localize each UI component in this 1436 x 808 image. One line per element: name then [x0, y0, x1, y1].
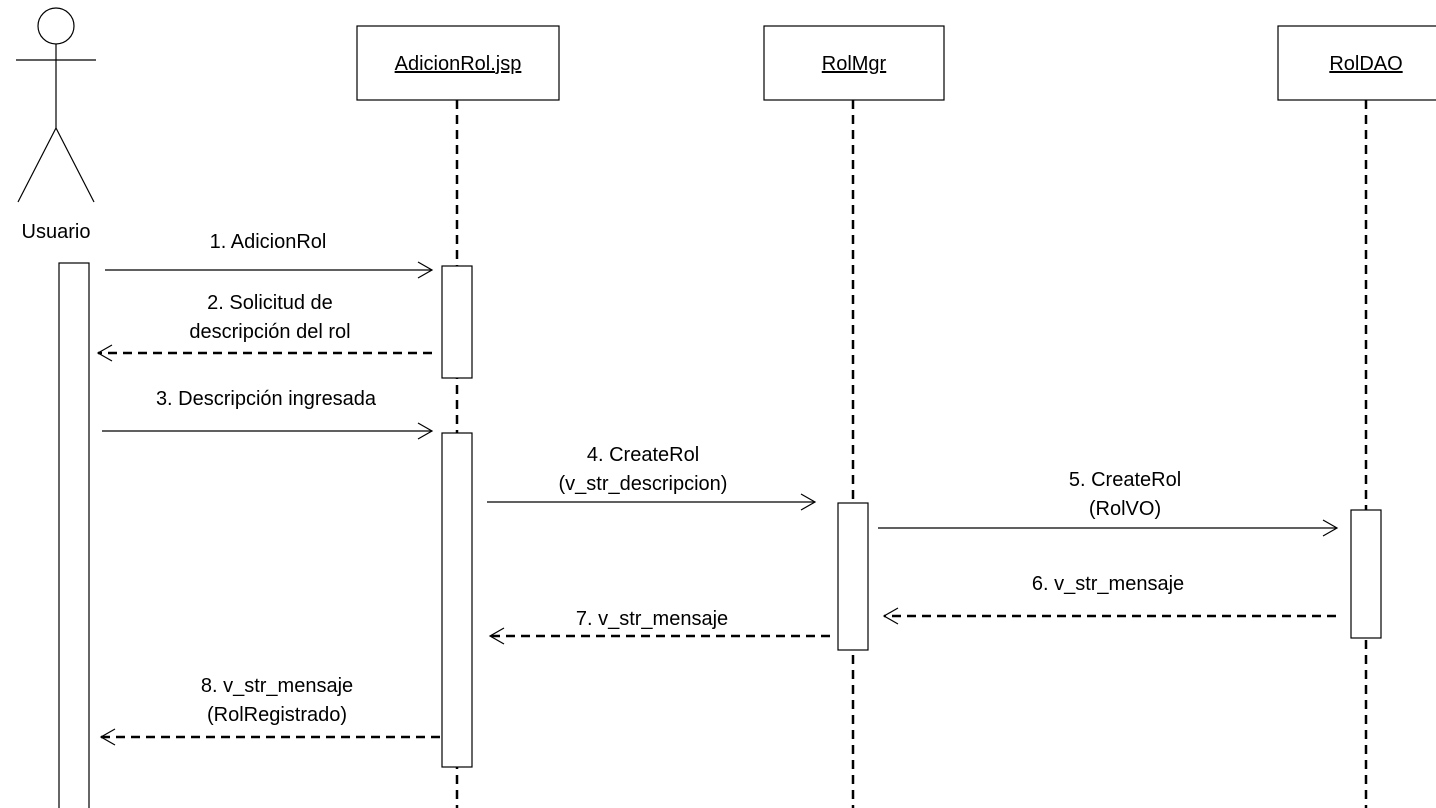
- actor-usuario: [16, 7, 96, 203]
- lifeline-jsp-title: AdicionRol.jsp: [395, 53, 522, 75]
- message-3-arrowhead: [417, 422, 434, 440]
- activation-jsp-1: [441, 265, 473, 379]
- message-3: 3. Descripción ingresada: [102, 388, 434, 440]
- lifeline-mgr-title: RolMgr: [822, 53, 887, 75]
- message-2-label-line2: descripción del rol: [189, 321, 350, 343]
- lifeline-mgr-box: [763, 25, 945, 101]
- actor-label: Usuario: [22, 221, 91, 243]
- message-6-label: 6. v_str_mensaje: [1032, 573, 1184, 595]
- message-4: 4. CreateRol (v_str_descripcion): [487, 444, 817, 511]
- actor-left-leg: [17, 127, 57, 203]
- message-8-label-line1: 8. v_str_mensaje: [201, 675, 353, 697]
- message-8-arrowhead: [99, 728, 116, 746]
- message-5-label-line2: (RolVO): [1089, 498, 1161, 520]
- lifeline-dao-box: [1277, 25, 1436, 101]
- actor-head: [37, 7, 75, 45]
- message-6-arrowhead: [882, 607, 899, 625]
- message-5: 5. CreateRol (RolVO): [878, 469, 1339, 537]
- message-2-arrowhead: [96, 344, 113, 362]
- activation-usuario: [58, 262, 90, 808]
- message-5-label-line1: 5. CreateRol: [1069, 469, 1181, 491]
- message-8: 8. v_str_mensaje (RolRegistrado): [99, 675, 440, 746]
- message-3-label: 3. Descripción ingresada: [156, 388, 377, 410]
- actor-right-leg: [55, 127, 95, 203]
- message-1-arrowhead: [417, 261, 434, 279]
- message-5-arrowhead: [1322, 519, 1339, 537]
- lifeline-jsp-box: [356, 25, 560, 101]
- message-7: 7. v_str_mensaje: [488, 608, 830, 645]
- message-4-arrowhead: [800, 493, 817, 511]
- lifeline-dao-title: RolDAO: [1329, 53, 1402, 75]
- message-1-label: 1. AdicionRol: [210, 231, 327, 253]
- message-6: 6. v_str_mensaje: [882, 573, 1336, 625]
- activation-jsp-2: [441, 432, 473, 768]
- message-7-arrowhead: [488, 627, 505, 645]
- message-4-label-line1: 4. CreateRol: [587, 444, 699, 466]
- message-8-label-line2: (RolRegistrado): [207, 704, 347, 726]
- message-4-label-line2: (v_str_descripcion): [559, 473, 728, 495]
- message-1: 1. AdicionRol: [105, 231, 434, 279]
- message-2-label-line1: 2. Solicitud de: [207, 292, 333, 314]
- message-7-label: 7. v_str_mensaje: [576, 608, 728, 630]
- activation-dao: [1350, 509, 1382, 639]
- activation-mgr: [837, 502, 869, 651]
- message-2: 2. Solicitud de descripción del rol: [96, 292, 432, 362]
